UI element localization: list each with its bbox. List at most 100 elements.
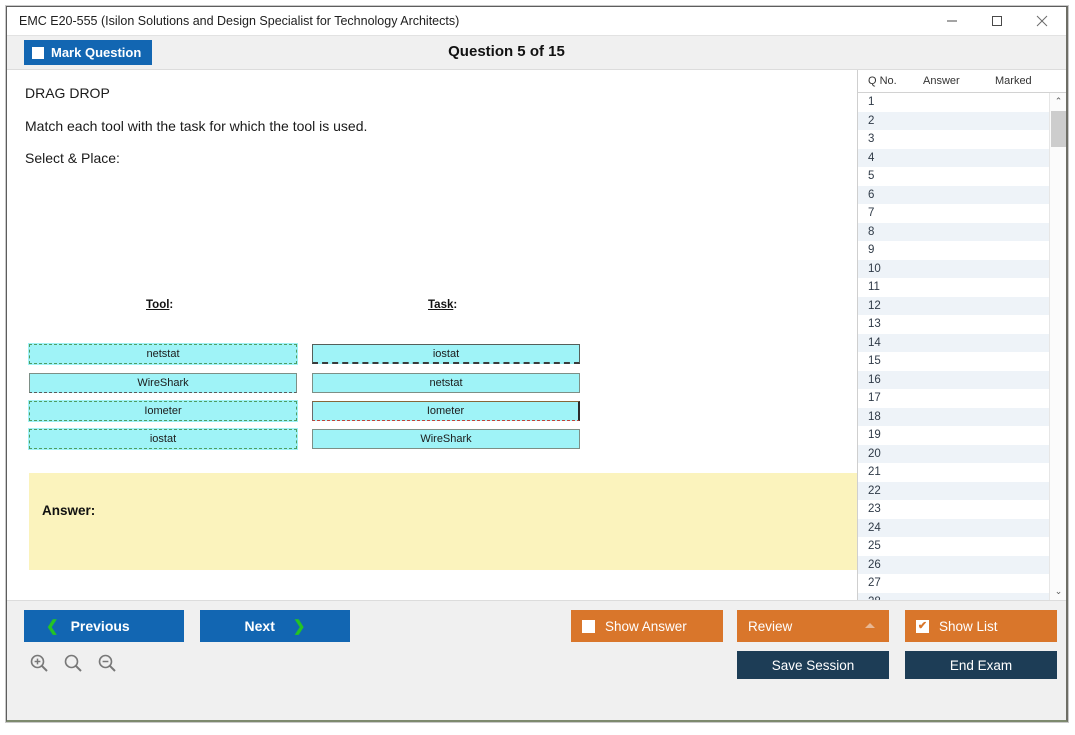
mark-question-button[interactable]: Mark Question — [24, 40, 153, 65]
tool-tile[interactable]: WireShark — [29, 373, 297, 393]
previous-button-label: Previous — [70, 618, 130, 634]
question-list-row[interactable]: 21 — [858, 463, 1049, 482]
answer-label: Answer: — [42, 503, 96, 518]
question-list-row[interactable]: 19 — [858, 426, 1049, 445]
window-title: EMC E20-555 (Isilon Solutions and Design… — [19, 14, 460, 28]
show-answer-label: Show Answer — [605, 618, 687, 634]
question-list-row[interactable]: 3 — [858, 130, 1049, 149]
question-list-row[interactable]: 16 — [858, 370, 1049, 389]
close-icon[interactable] — [1019, 7, 1064, 35]
show-answer-checkbox[interactable] — [582, 619, 595, 633]
show-list-checkbox[interactable]: ✔ — [916, 619, 929, 633]
previous-button[interactable]: ❮ Previous — [24, 610, 184, 642]
question-list-row[interactable]: 4 — [858, 148, 1049, 167]
tool-tile[interactable]: iostat — [28, 428, 298, 450]
next-button[interactable]: Next ❯ — [200, 610, 350, 642]
question-list-row[interactable]: 11 — [858, 278, 1049, 297]
column-header-answer: Answer — [923, 75, 960, 87]
review-dropdown[interactable]: Review — [737, 610, 889, 642]
window-titlebar: EMC E20-555 (Isilon Solutions and Design… — [7, 7, 1066, 36]
question-list-scrollbar[interactable]: ⌃ ⌄ — [1049, 93, 1066, 600]
question-row-number: 11 — [868, 281, 880, 294]
question-list-row[interactable]: 17 — [858, 389, 1049, 408]
task-tile[interactable]: WireShark — [312, 429, 580, 449]
scroll-down-icon[interactable]: ⌄ — [1054, 586, 1063, 596]
question-list-row[interactable]: 8 — [858, 222, 1049, 241]
task-column-caption: Task: — [428, 299, 457, 311]
scrollbar-thumb[interactable] — [1051, 111, 1066, 147]
question-list-row[interactable]: 10 — [858, 259, 1049, 278]
question-row-number: 10 — [868, 262, 881, 275]
question-pane: DRAG DROP Match each tool with the task … — [7, 70, 858, 600]
question-list-row[interactable]: 5 — [858, 167, 1049, 186]
question-row-number: 22 — [868, 484, 881, 497]
question-list-row[interactable]: 7 — [858, 204, 1049, 223]
exam-window: EMC E20-555 (Isilon Solutions and Design… — [6, 6, 1068, 722]
tool-column-caption-text: Tool — [146, 299, 170, 311]
question-row-number: 2 — [868, 114, 875, 127]
question-row-number: 27 — [868, 577, 881, 590]
maximize-icon[interactable] — [974, 7, 1019, 35]
question-row-number: 25 — [868, 540, 881, 553]
question-row-number: 9 — [868, 244, 875, 257]
task-caption-colon: : — [453, 299, 458, 311]
task-tile[interactable]: netstat — [312, 373, 580, 393]
question-row-number: 14 — [868, 336, 881, 349]
review-label: Review — [748, 618, 793, 634]
question-row-number: 13 — [868, 318, 881, 331]
tool-tile[interactable]: netstat — [28, 343, 298, 365]
question-list-row[interactable]: 26 — [858, 555, 1049, 574]
question-list-row[interactable]: 20 — [858, 444, 1049, 463]
zoom-in-icon[interactable] — [29, 653, 49, 678]
question-list-row[interactable]: 6 — [858, 185, 1049, 204]
minimize-icon[interactable] — [929, 7, 974, 35]
task-tile[interactable]: iostat — [312, 344, 580, 364]
question-row-number: 28 — [868, 596, 881, 600]
question-list-row[interactable]: 2 — [858, 111, 1049, 130]
exam-body: DRAG DROP Match each tool with the task … — [7, 70, 1066, 600]
tool-tile[interactable]: Iometer — [28, 400, 298, 422]
zoom-out-icon[interactable] — [97, 653, 117, 678]
mark-question-checkbox[interactable] — [32, 46, 44, 59]
question-type-label: DRAG DROP — [25, 85, 110, 101]
scroll-up-icon[interactable]: ⌃ — [1054, 96, 1063, 106]
question-prompt: Match each tool with the task for which … — [25, 118, 368, 134]
question-row-number: 5 — [868, 170, 875, 183]
task-tile[interactable]: Iometer — [312, 401, 580, 421]
question-list-row[interactable]: 23 — [858, 500, 1049, 519]
question-row-number: 20 — [868, 447, 881, 460]
question-list-row[interactable]: 24 — [858, 518, 1049, 537]
question-row-number: 21 — [868, 466, 881, 479]
question-list-row[interactable]: 18 — [858, 407, 1049, 426]
end-exam-button[interactable]: End Exam — [905, 651, 1057, 679]
question-row-number: 26 — [868, 558, 881, 571]
question-list-row[interactable]: 25 — [858, 537, 1049, 556]
question-list-row[interactable]: 22 — [858, 481, 1049, 500]
answer-box: Answer: — [29, 473, 858, 570]
show-answer-button[interactable]: Show Answer — [571, 610, 723, 642]
question-row-number: 7 — [868, 207, 875, 220]
question-list-row[interactable]: 14 — [858, 333, 1049, 352]
save-session-button[interactable]: Save Session — [737, 651, 889, 679]
show-list-button[interactable]: ✔ Show List — [905, 610, 1057, 642]
question-list-header: Q No. Answer Marked — [858, 70, 1066, 93]
question-row-number: 3 — [868, 133, 875, 146]
question-list-row[interactable]: 15 — [858, 352, 1049, 371]
task-column-caption-text: Task — [428, 299, 454, 311]
question-list-row[interactable]: 1 — [858, 93, 1049, 112]
question-row-number: 18 — [868, 410, 881, 423]
question-list-row[interactable]: 28 — [858, 592, 1049, 600]
question-row-number: 15 — [868, 355, 881, 368]
question-list-row[interactable]: 13 — [858, 315, 1049, 334]
question-list-row[interactable]: 27 — [858, 574, 1049, 593]
question-list-row[interactable]: 12 — [858, 296, 1049, 315]
question-list-row[interactable]: 9 — [858, 241, 1049, 260]
question-row-number: 17 — [868, 392, 881, 405]
zoom-reset-icon[interactable] — [63, 653, 83, 678]
question-row-number: 19 — [868, 429, 881, 442]
chevron-up-icon — [865, 623, 875, 628]
question-row-number: 24 — [868, 521, 881, 534]
question-header-bar: Mark Question Question 5 of 15 — [7, 36, 1066, 70]
